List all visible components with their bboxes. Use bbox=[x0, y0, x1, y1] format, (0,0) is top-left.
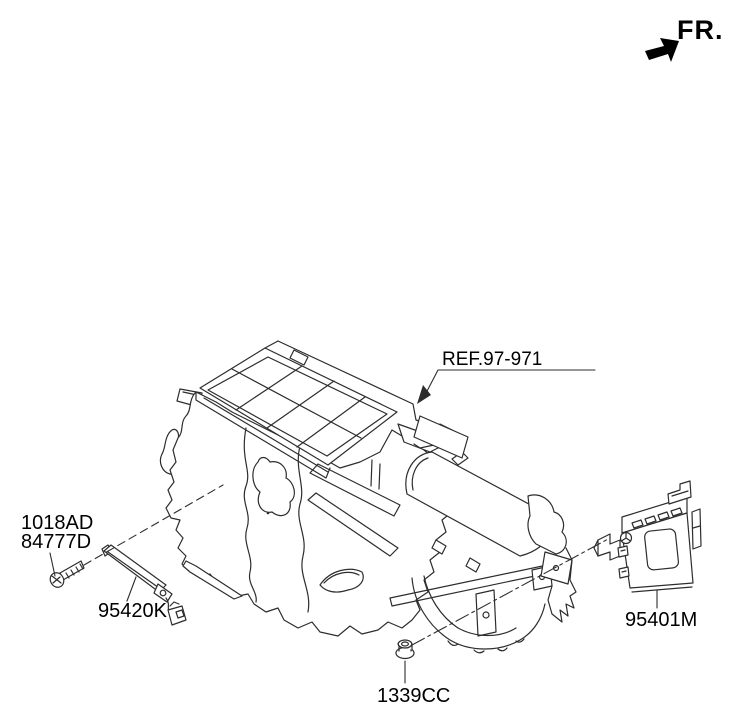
screw-callout-labels: 1018AD 84777D bbox=[21, 512, 94, 553]
nut-module-dashdot-line bbox=[411, 537, 611, 646]
tray-rim bbox=[195, 340, 469, 479]
filter-grille bbox=[199, 347, 398, 466]
callout-95401M: 95401M bbox=[625, 609, 698, 631]
callout-84777D: 84777D bbox=[21, 531, 92, 553]
callout-95420K: 95420K bbox=[98, 600, 167, 622]
screw-label-leader bbox=[49, 552, 56, 577]
ref-arrowhead bbox=[417, 385, 431, 404]
screw-icon bbox=[49, 560, 85, 588]
flange-nut-icon bbox=[395, 639, 415, 660]
callout-1339CC: 1339CC bbox=[377, 685, 451, 707]
hvac-unit-illustration bbox=[159, 340, 577, 654]
leader-lines bbox=[49, 369, 658, 684]
screw-assembly-dashed-line bbox=[83, 484, 224, 566]
blower-housing-outline bbox=[411, 577, 546, 650]
fr-direction-label: FR. bbox=[677, 15, 724, 45]
ref-label-leader bbox=[424, 369, 596, 396]
reference-callout-label: REF.97-971 bbox=[442, 349, 543, 370]
fr-direction-arrow-icon bbox=[645, 38, 679, 62]
control-module-illustration bbox=[593, 480, 702, 593]
sensor-bracket-illustration bbox=[101, 544, 187, 626]
callout-1018AD: 1018AD bbox=[21, 512, 94, 534]
bracket-label-leader bbox=[126, 576, 137, 602]
